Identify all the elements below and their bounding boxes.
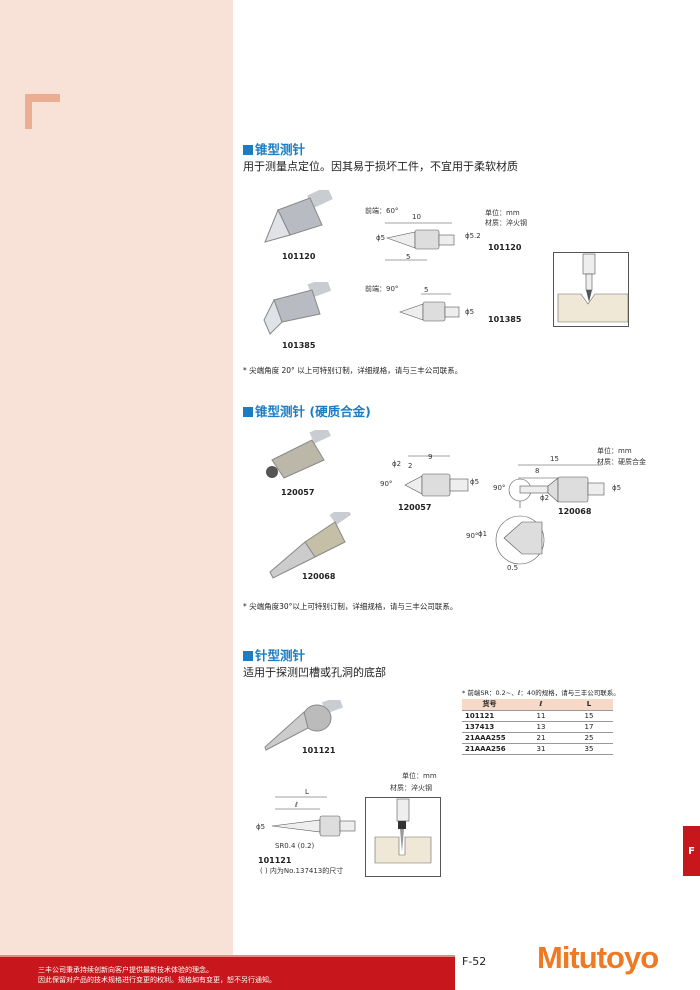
dimension-label: ϕ2 bbox=[540, 494, 550, 502]
material-label: 材质：淬火钢 bbox=[390, 784, 432, 792]
heading-text: 锥型测针 (硬质合金) bbox=[255, 404, 371, 419]
corner-mark bbox=[25, 94, 60, 102]
probe-image-120068 bbox=[269, 512, 352, 579]
product-code: 101385 bbox=[488, 315, 522, 324]
dimension-label: ϕ5 bbox=[256, 823, 266, 831]
product-code: 101120 bbox=[488, 243, 522, 252]
section-heading: 锥型测针 bbox=[243, 139, 305, 158]
section-description: 适用于探测凹槽或孔洞的底部 bbox=[243, 666, 386, 679]
mitutoyo-logo: Mitutoyo bbox=[537, 940, 659, 975]
footer-text: 因此保留对产品的技术规格进行变更的权利。规格如有变更，恕不另行通知。 bbox=[38, 976, 276, 984]
dimension-label: 9 bbox=[428, 453, 433, 461]
dimension-label: L bbox=[305, 788, 309, 796]
drawing-101120-101385 bbox=[385, 222, 460, 322]
footnote: * 尖端角度 20° 以上可特别订制，详细规格，请与三丰公司联系。 bbox=[243, 366, 463, 375]
cell: 11 bbox=[517, 710, 565, 722]
product-code: 120057 bbox=[398, 503, 432, 512]
product-code: 101121 bbox=[302, 746, 336, 755]
cell: 21 bbox=[517, 732, 565, 744]
dimension-label: ϕ2 bbox=[392, 460, 402, 468]
cell: 35 bbox=[565, 743, 613, 755]
dimension-label: 0.5 bbox=[507, 564, 519, 572]
table-note: * 前端SR：0.2~、ℓ：40的规格，请与三丰公司联系。 bbox=[462, 689, 620, 697]
dimension-label: 2 bbox=[408, 462, 413, 470]
cell: 137413 bbox=[462, 721, 517, 733]
footer-text: 三丰公司秉承持续创新向客户提供最新技术体验的理念。 bbox=[38, 966, 213, 974]
product-code: 101120 bbox=[282, 252, 316, 261]
heading-text: 针型测针 bbox=[255, 648, 306, 663]
dimension-label: ϕ5 bbox=[612, 484, 622, 492]
probe-image-120057 bbox=[266, 430, 331, 479]
product-code: 120068 bbox=[558, 507, 592, 516]
section-tab[interactable]: F bbox=[683, 826, 700, 876]
cell: 31 bbox=[517, 743, 565, 755]
dimension-label: ϕ5 bbox=[376, 234, 386, 242]
usage-illustration bbox=[365, 797, 441, 877]
probe-image-101120 bbox=[264, 190, 333, 243]
section-description: 用于测量点定位。因其易于损坏工件，不宜用于柔软材质 bbox=[243, 160, 518, 173]
dimension-label: 5 bbox=[424, 286, 429, 294]
product-code: 120057 bbox=[281, 488, 315, 497]
drawing-101121 bbox=[271, 796, 356, 837]
material-label: 材质：淬火钢 bbox=[485, 219, 527, 227]
material-label: 材质：硬质合金 bbox=[597, 458, 646, 466]
product-code: 101121 bbox=[258, 856, 292, 865]
dimension-label: ℓ bbox=[295, 801, 298, 809]
dimension-label: SR0.4 (0.2) bbox=[275, 842, 315, 850]
table-header-row: 货号 ℓ L bbox=[462, 699, 613, 711]
cell: 21AAA256 bbox=[462, 743, 517, 755]
usage-illustration bbox=[553, 252, 629, 327]
heading-text: 锥型测针 bbox=[255, 142, 306, 157]
cell: 15 bbox=[565, 710, 613, 722]
drawing-120057-120068 bbox=[404, 455, 605, 565]
dimension-label: 15 bbox=[550, 455, 559, 463]
page-number: F-52 bbox=[462, 955, 487, 968]
unit-label: 单位：mm bbox=[485, 209, 520, 217]
dimension-label: 10 bbox=[412, 213, 421, 221]
left-margin-panel bbox=[0, 0, 233, 990]
column-header: ℓ bbox=[517, 699, 565, 711]
tip-angle-label: 前端：60° bbox=[365, 207, 399, 215]
unit-label: 单位：mm bbox=[402, 772, 437, 780]
corner-mark bbox=[25, 94, 32, 129]
dimension-label: ϕ5 bbox=[470, 478, 480, 486]
footer-band: 三丰公司秉承持续创新向客户提供最新技术体验的理念。 因此保留对产品的技术规格进行… bbox=[0, 955, 455, 990]
cell: 25 bbox=[565, 732, 613, 744]
cell: 17 bbox=[565, 721, 613, 733]
dimension-note: ( ) 内为No.137413的尺寸 bbox=[260, 867, 344, 875]
product-code: 120068 bbox=[302, 572, 336, 581]
dimension-label: ϕ5 bbox=[465, 308, 475, 316]
probe-image-101385 bbox=[263, 282, 332, 335]
dimension-label: 8 bbox=[535, 467, 540, 475]
dimension-label: ϕ1 bbox=[478, 530, 488, 538]
dimension-label: 90° bbox=[380, 480, 393, 488]
tip-angle-label: 前端：90° bbox=[365, 285, 399, 293]
dimension-label: 90° bbox=[466, 532, 479, 540]
cell: 101121 bbox=[462, 710, 517, 722]
section-heading: 锥型测针 (硬质合金) bbox=[243, 401, 371, 420]
dimension-label: ϕ5.2 bbox=[465, 232, 481, 240]
footnote: * 尖端角度30°以上可特别订制，详细规格，请与三丰公司联系。 bbox=[243, 602, 458, 611]
column-header: 货号 bbox=[462, 699, 517, 711]
unit-label: 单位：mm bbox=[597, 447, 632, 455]
cell: 21AAA255 bbox=[462, 732, 517, 744]
product-code: 101385 bbox=[282, 341, 316, 350]
section-heading: 针型测针 bbox=[243, 645, 305, 664]
probe-image-101121 bbox=[264, 700, 343, 751]
dimension-label: 5 bbox=[406, 253, 411, 261]
cell: 13 bbox=[517, 721, 565, 733]
dimension-label: 90° bbox=[493, 484, 506, 492]
column-header: L bbox=[565, 699, 613, 711]
